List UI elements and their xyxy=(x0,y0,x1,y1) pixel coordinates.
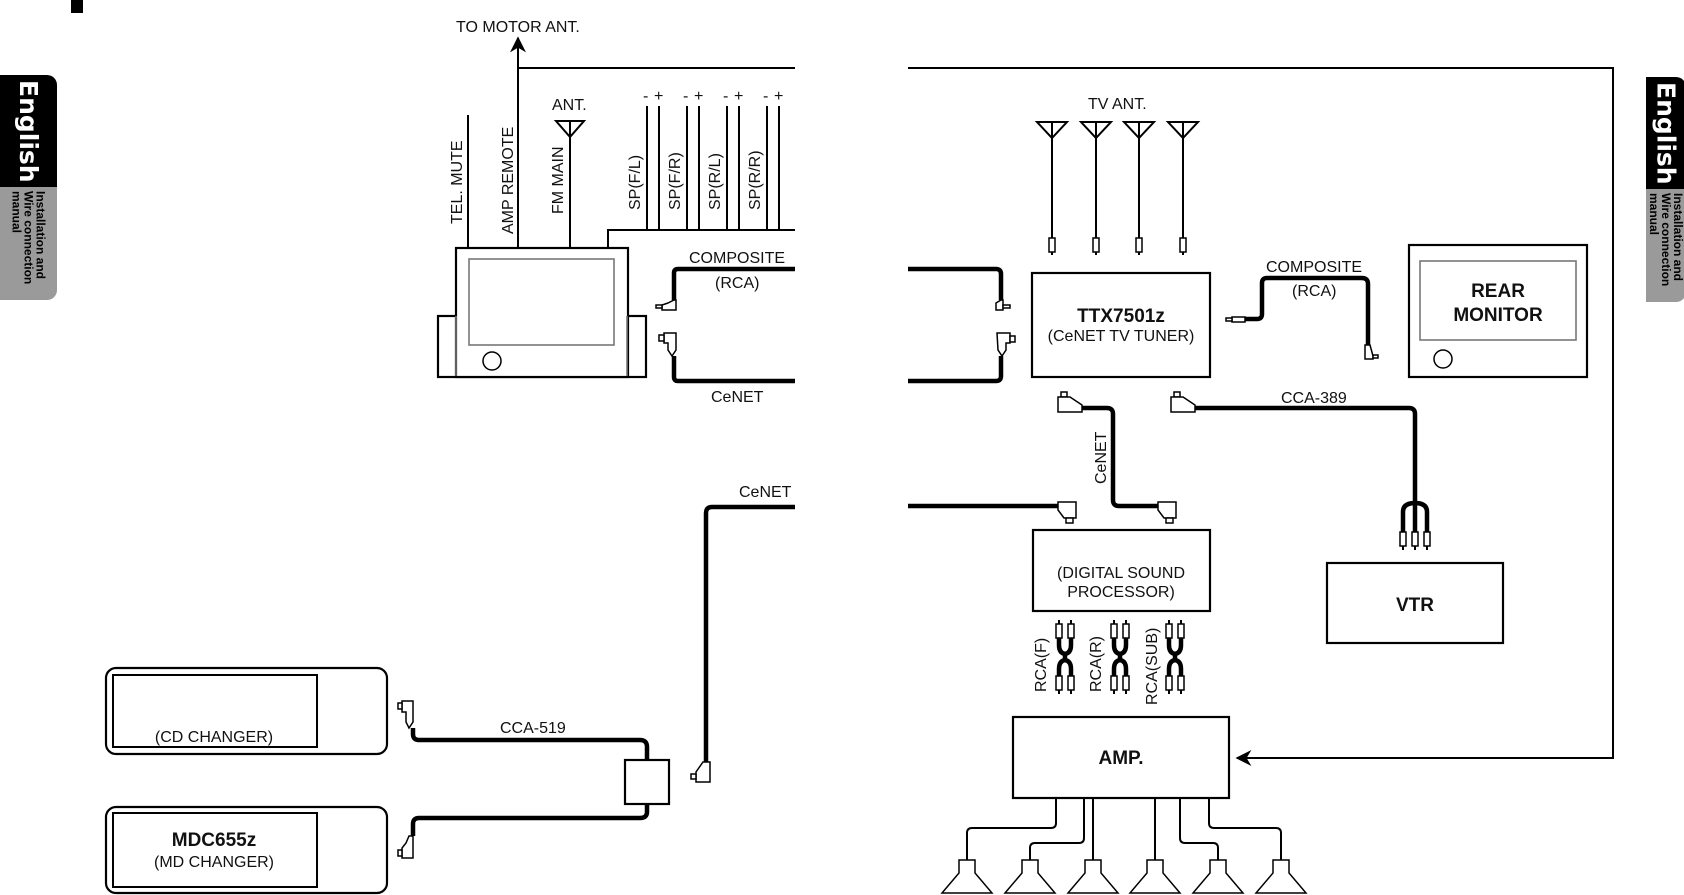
cd-changer-label: (CD CHANGER) xyxy=(155,729,273,746)
language-label: English xyxy=(14,79,43,183)
rca-y-cable xyxy=(1055,620,1075,694)
changer-cenet-label: CeNET xyxy=(739,484,792,501)
cd-changer xyxy=(104,666,389,756)
svg-text:+: + xyxy=(774,88,783,105)
cca389-label: CCA-389 xyxy=(1281,390,1347,407)
speaker-rl-label: SP(R/L) xyxy=(707,153,724,210)
cca389-cable xyxy=(1170,391,1431,550)
svg-text:-: - xyxy=(683,88,688,105)
dsp-line1: (DIGITAL SOUND xyxy=(1057,565,1185,582)
head-unit-wires xyxy=(467,36,795,248)
svg-text:+: + xyxy=(734,88,743,105)
svg-text:-: - xyxy=(763,88,768,105)
fm-main-label: FM MAIN xyxy=(550,146,567,214)
amp-box xyxy=(1011,715,1231,800)
speakers xyxy=(940,798,1308,894)
tv-antennas xyxy=(1034,121,1201,255)
rca-y-cable xyxy=(1165,620,1185,694)
rear-monitor xyxy=(1407,243,1589,379)
tv-antenna-icon xyxy=(1034,121,1070,255)
head-unit xyxy=(436,246,648,379)
vtr-label: VTR xyxy=(1396,595,1434,616)
head-unit-knob xyxy=(482,351,502,371)
tuner-model: TTX7501z xyxy=(1077,306,1165,327)
speaker-fl-label: SP(F/L) xyxy=(627,155,644,210)
tv-antenna-icon xyxy=(1165,121,1201,255)
cca519-cable xyxy=(397,700,671,859)
head-composite-rca-label: (RCA) xyxy=(715,275,759,292)
head-cenet-cable xyxy=(658,332,795,384)
tuner-monitor-composite-cable xyxy=(1225,275,1379,360)
tv-ant-label: TV ANT. xyxy=(1088,96,1147,113)
md-changer-model: MDC655z xyxy=(172,830,256,851)
svg-text:+: + xyxy=(694,88,703,105)
manual-subtitle: Installation and Wire connection manual xyxy=(9,191,48,285)
head-cenet-label: CeNET xyxy=(711,389,764,406)
tv-antenna-icon xyxy=(1078,121,1114,255)
language-tab-right: English Installation and Wire connection… xyxy=(1646,77,1684,302)
svg-text:+: + xyxy=(654,88,663,105)
tuner-composite-rca-label: (RCA) xyxy=(1292,283,1336,300)
dsp-line2: PROCESSOR) xyxy=(1067,584,1175,601)
speaker-icon xyxy=(1066,798,1120,894)
dsp-box xyxy=(1031,528,1212,613)
head-composite-label: COMPOSITE xyxy=(689,250,785,267)
tel-mute-label: TEL. MUTE xyxy=(449,140,466,224)
head-composite-cable xyxy=(655,266,795,311)
cable-junction-box xyxy=(623,758,671,806)
rca-cables xyxy=(1055,620,1185,694)
svg-text:-: - xyxy=(723,88,728,105)
tuner-composite-label: COMPOSITE xyxy=(1266,259,1362,276)
cca519-label: CCA-519 xyxy=(500,720,566,737)
tuner-side-cables xyxy=(908,67,1614,766)
speaker-icon xyxy=(1179,798,1245,894)
rca-r-label: RCA(R) xyxy=(1088,636,1105,692)
tuner-dsp-cenet-cable xyxy=(1057,391,1177,524)
tv-antenna-icon xyxy=(1121,121,1157,255)
speaker-icon xyxy=(1003,798,1085,894)
amp-remote-label: AMP REMOTE xyxy=(500,127,517,234)
rear-monitor-line1: REAR xyxy=(1471,281,1525,302)
dsp-cenet-label: CeNET xyxy=(1093,431,1110,484)
tuner-description: (CeNET TV TUNER) xyxy=(1048,328,1195,345)
tv-tuner-box xyxy=(1030,271,1212,379)
rca-sub-label: RCA(SUB) xyxy=(1144,628,1161,705)
speaker-icon xyxy=(940,798,1057,894)
changer-dsp-cenet-cable xyxy=(690,501,1077,783)
svg-text:-: - xyxy=(643,88,648,105)
speaker-icon xyxy=(1208,798,1308,894)
md-changer-label: (MD CHANGER) xyxy=(154,854,274,871)
manual-subtitle: Installation and Wire connection manual xyxy=(1647,193,1684,287)
rear-monitor-line2: MONITOR xyxy=(1453,305,1543,326)
rca-y-cable xyxy=(1110,620,1130,694)
motor-ant-label: TO MOTOR ANT. xyxy=(456,19,580,36)
speaker-fr-label: SP(F/R) xyxy=(667,152,684,210)
speaker-icon xyxy=(1128,798,1182,894)
polarity-marks: -+ -+ -+ -+ xyxy=(643,88,783,105)
md-changer xyxy=(104,805,389,895)
language-tab-left: English Installation and Wire connection… xyxy=(0,75,57,300)
rca-f-label: RCA(F) xyxy=(1033,638,1050,692)
speaker-rr-label: SP(R/R) xyxy=(747,150,764,210)
amp-label: AMP. xyxy=(1098,748,1143,769)
language-label: English xyxy=(1651,81,1681,185)
page-corner-mark xyxy=(71,0,83,13)
vtr-box xyxy=(1325,561,1505,645)
ant-label: ANT. xyxy=(552,97,587,114)
